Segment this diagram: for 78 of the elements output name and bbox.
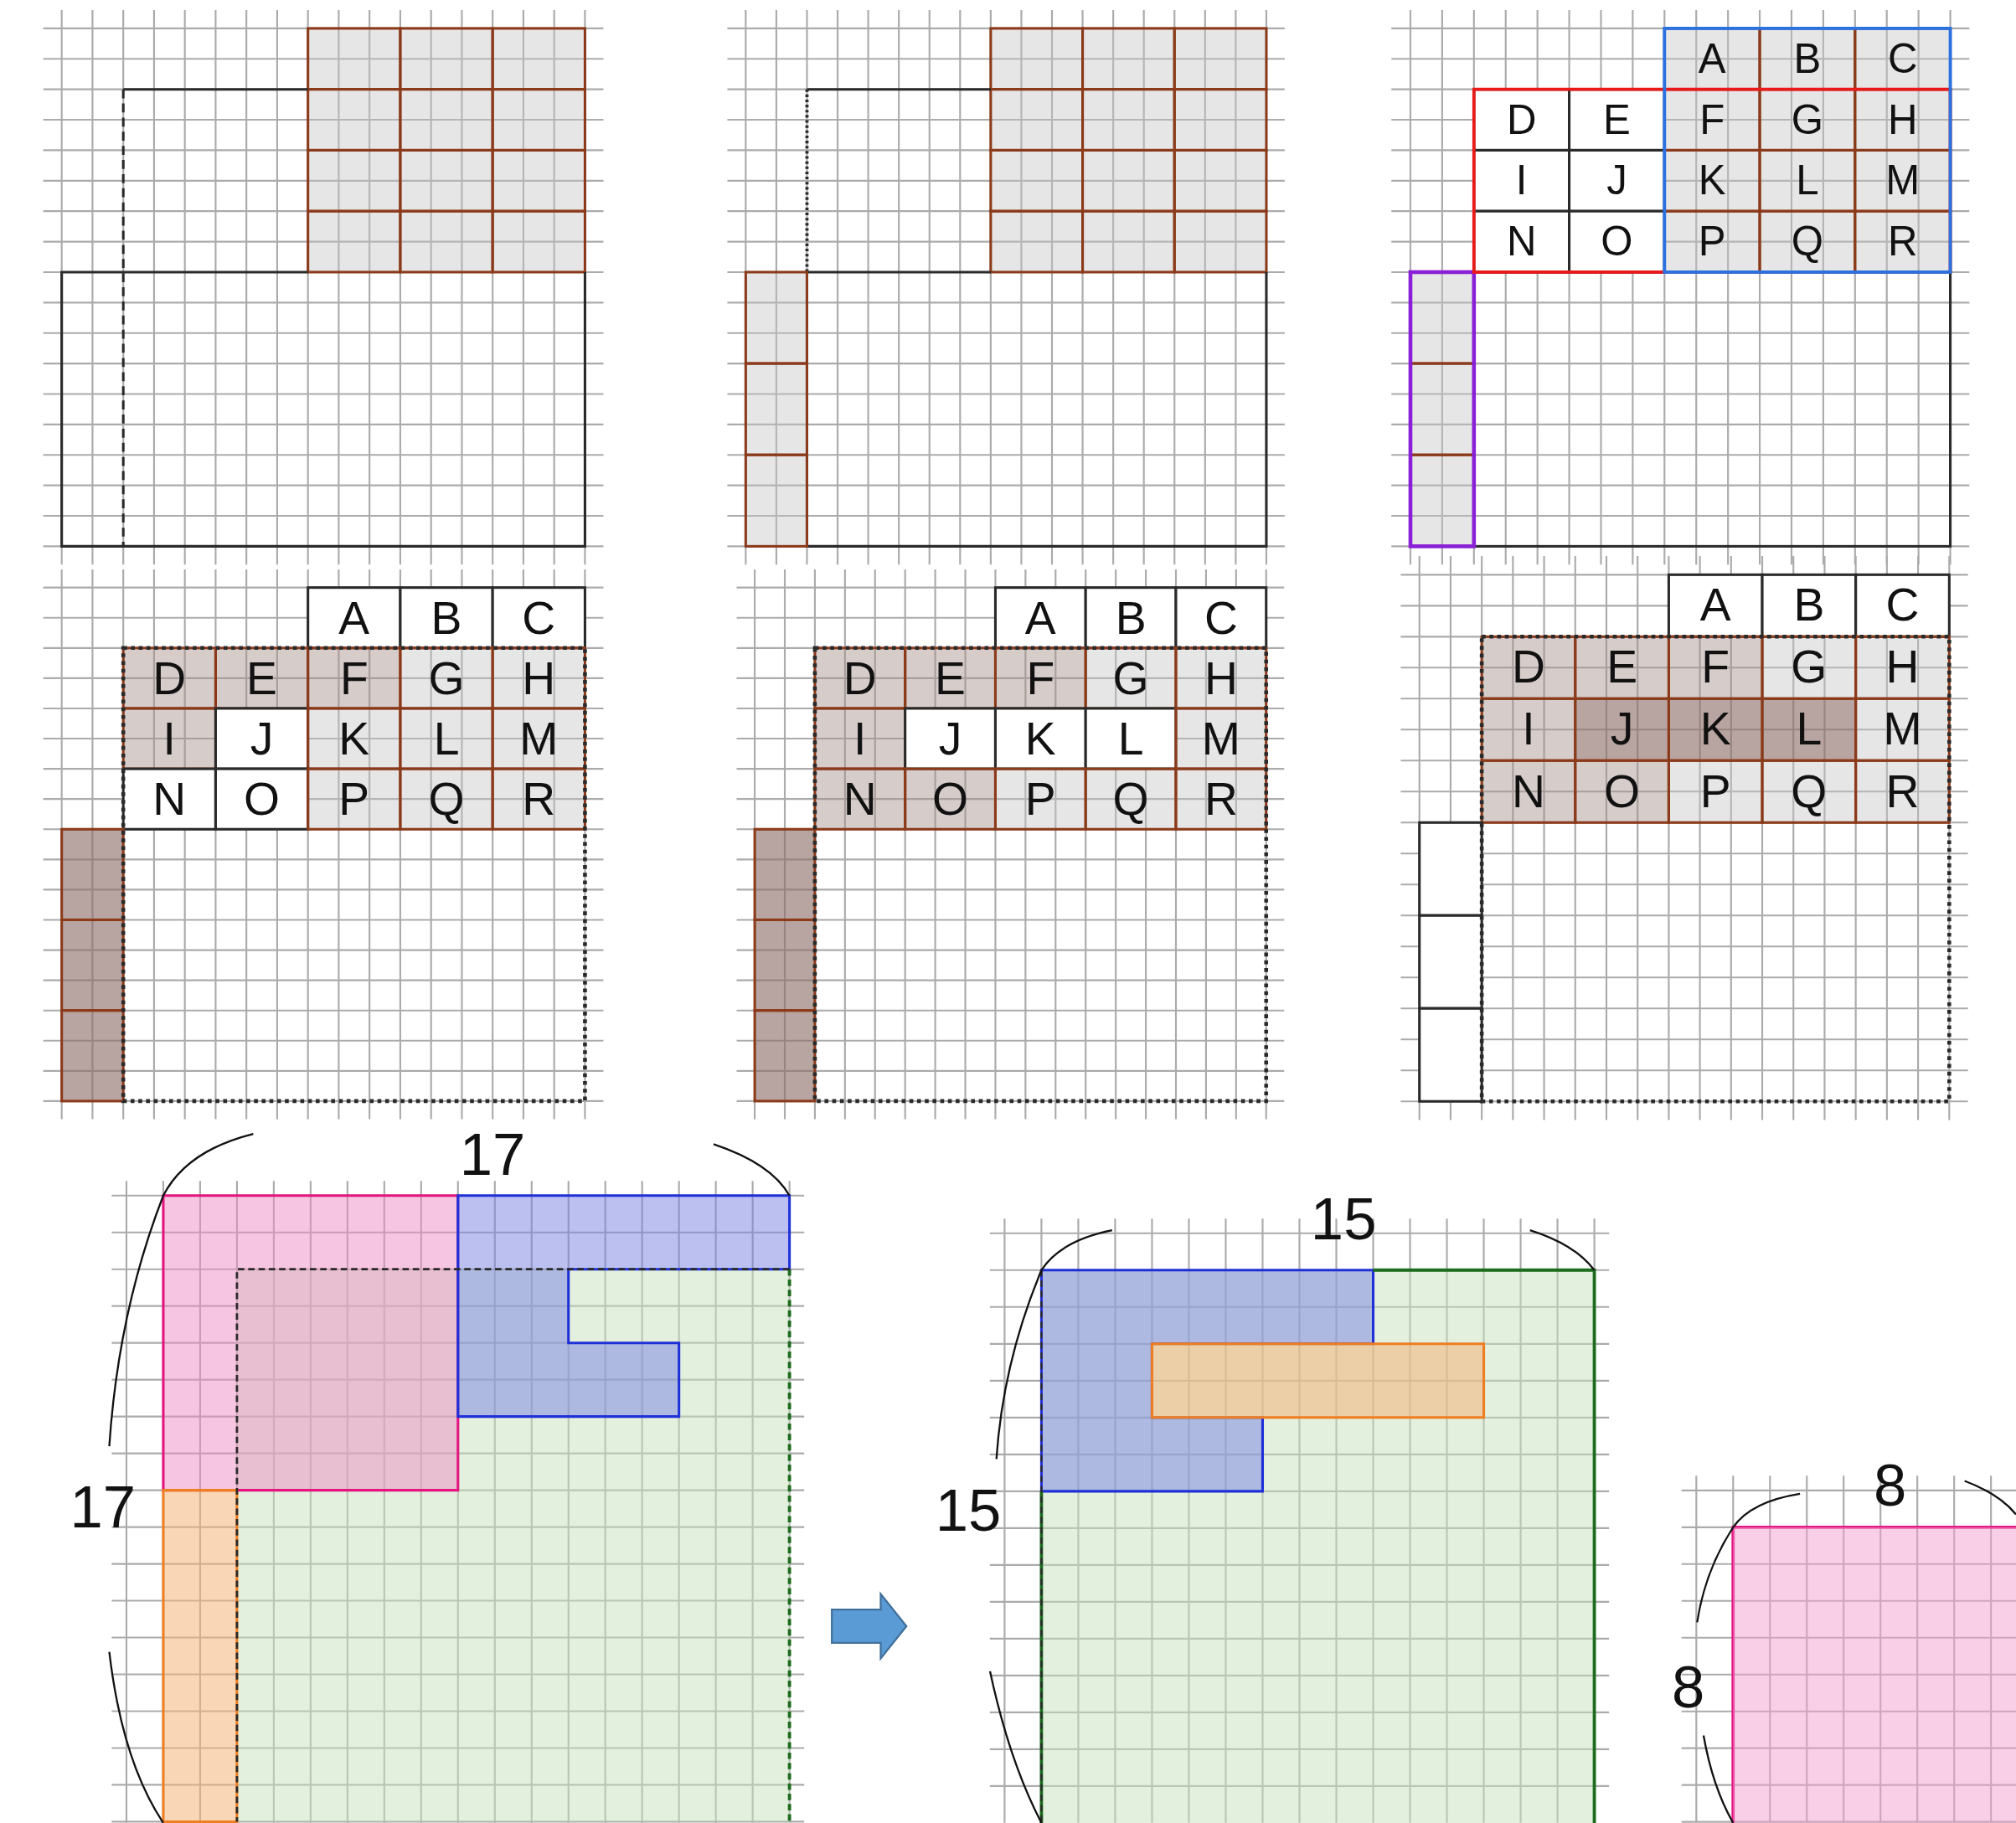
cell-letter: I: [162, 710, 177, 766]
cell-letter: Q: [1790, 763, 1828, 819]
cell-letter: K: [1697, 157, 1727, 206]
cell-letter: J: [249, 710, 275, 766]
cell-letter: G: [1790, 639, 1828, 695]
cell-letter: P: [338, 770, 371, 827]
cell-letter: P: [1023, 770, 1057, 827]
cell-letter: E: [1606, 639, 1638, 695]
cell-letter: A: [1023, 590, 1057, 646]
cell-letter: G: [1790, 95, 1824, 145]
cell-letter: F: [338, 650, 369, 706]
cell-letter: C: [1886, 34, 1919, 84]
cell-letter: N: [842, 770, 878, 827]
cell-letter: O: [1603, 763, 1642, 819]
cell-letter: J: [1606, 157, 1628, 206]
cell-letter: N: [1505, 217, 1538, 267]
cell-letter: A: [1697, 34, 1727, 84]
cell-letter: O: [1600, 217, 1634, 267]
cell-letter: N: [1511, 763, 1546, 819]
cell-letter: R: [1203, 770, 1239, 827]
cell-letter: R: [1886, 217, 1919, 267]
dimension-label: 15: [1309, 1184, 1378, 1254]
cell-letter: H: [1885, 639, 1921, 695]
cell-letter: B: [1114, 590, 1147, 646]
cell-letter: F: [1025, 650, 1056, 706]
cell-letter: Q: [1111, 770, 1150, 827]
cell-letter: M: [1882, 701, 1923, 757]
cell-letter: A: [338, 590, 371, 646]
cell-letter: L: [432, 710, 461, 766]
cell-letter: C: [1203, 590, 1239, 646]
dimension-label: 8: [1872, 1450, 1908, 1520]
cell-letter: M: [518, 710, 559, 766]
cell-letter: E: [1602, 95, 1632, 145]
cell-letter: L: [1795, 701, 1823, 757]
cell-letter: O: [931, 770, 970, 827]
cell-letter: M: [1885, 157, 1921, 206]
cell-letter: K: [1023, 710, 1057, 766]
cell-letter: B: [1792, 577, 1826, 633]
cell-letter: K: [1699, 701, 1732, 757]
cell-letter: H: [1203, 650, 1239, 706]
cell-letter: R: [1885, 763, 1921, 819]
cell-letter: C: [521, 590, 557, 646]
cell-letter: L: [1116, 710, 1145, 766]
cell-letter: G: [427, 650, 466, 706]
cell-letter: G: [1111, 650, 1150, 706]
cell-letter: Q: [1790, 217, 1824, 267]
dimension-label: 15: [934, 1475, 1003, 1546]
cell-letter: I: [853, 710, 868, 766]
cell-letter: D: [1511, 639, 1546, 695]
cell-letter: R: [521, 770, 557, 827]
dimension-label: 17: [458, 1120, 527, 1190]
cell-letter: O: [243, 770, 281, 827]
cell-letter: C: [1885, 577, 1921, 633]
cell-letter: B: [430, 590, 463, 646]
cell-letter: J: [1609, 701, 1635, 757]
cell-letter: I: [1521, 701, 1536, 757]
cell-letter: F: [1699, 95, 1726, 145]
cell-letter: D: [152, 650, 188, 706]
cell-letter: D: [842, 650, 878, 706]
cell-letter: J: [937, 710, 963, 766]
cell-letter: N: [152, 770, 188, 827]
dimension-label: 17: [69, 1472, 137, 1542]
cell-letter: A: [1699, 577, 1732, 633]
cell-letter: M: [1200, 710, 1241, 766]
cell-letter: D: [1505, 95, 1538, 145]
cell-letter: Q: [427, 770, 466, 827]
cell-letter: H: [521, 650, 557, 706]
cell-letter: F: [1700, 639, 1731, 695]
cell-letter: L: [1795, 157, 1820, 206]
cell-letter: I: [1514, 157, 1529, 206]
cell-letter: H: [1886, 95, 1919, 145]
cell-letter: B: [1792, 34, 1823, 84]
cell-letter: E: [934, 650, 967, 706]
dimension-label: 8: [1670, 1652, 1706, 1722]
cell-letter: K: [338, 710, 371, 766]
cell-letter: P: [1697, 217, 1727, 267]
cell-letter: P: [1699, 763, 1732, 819]
cell-letter: E: [245, 650, 278, 706]
